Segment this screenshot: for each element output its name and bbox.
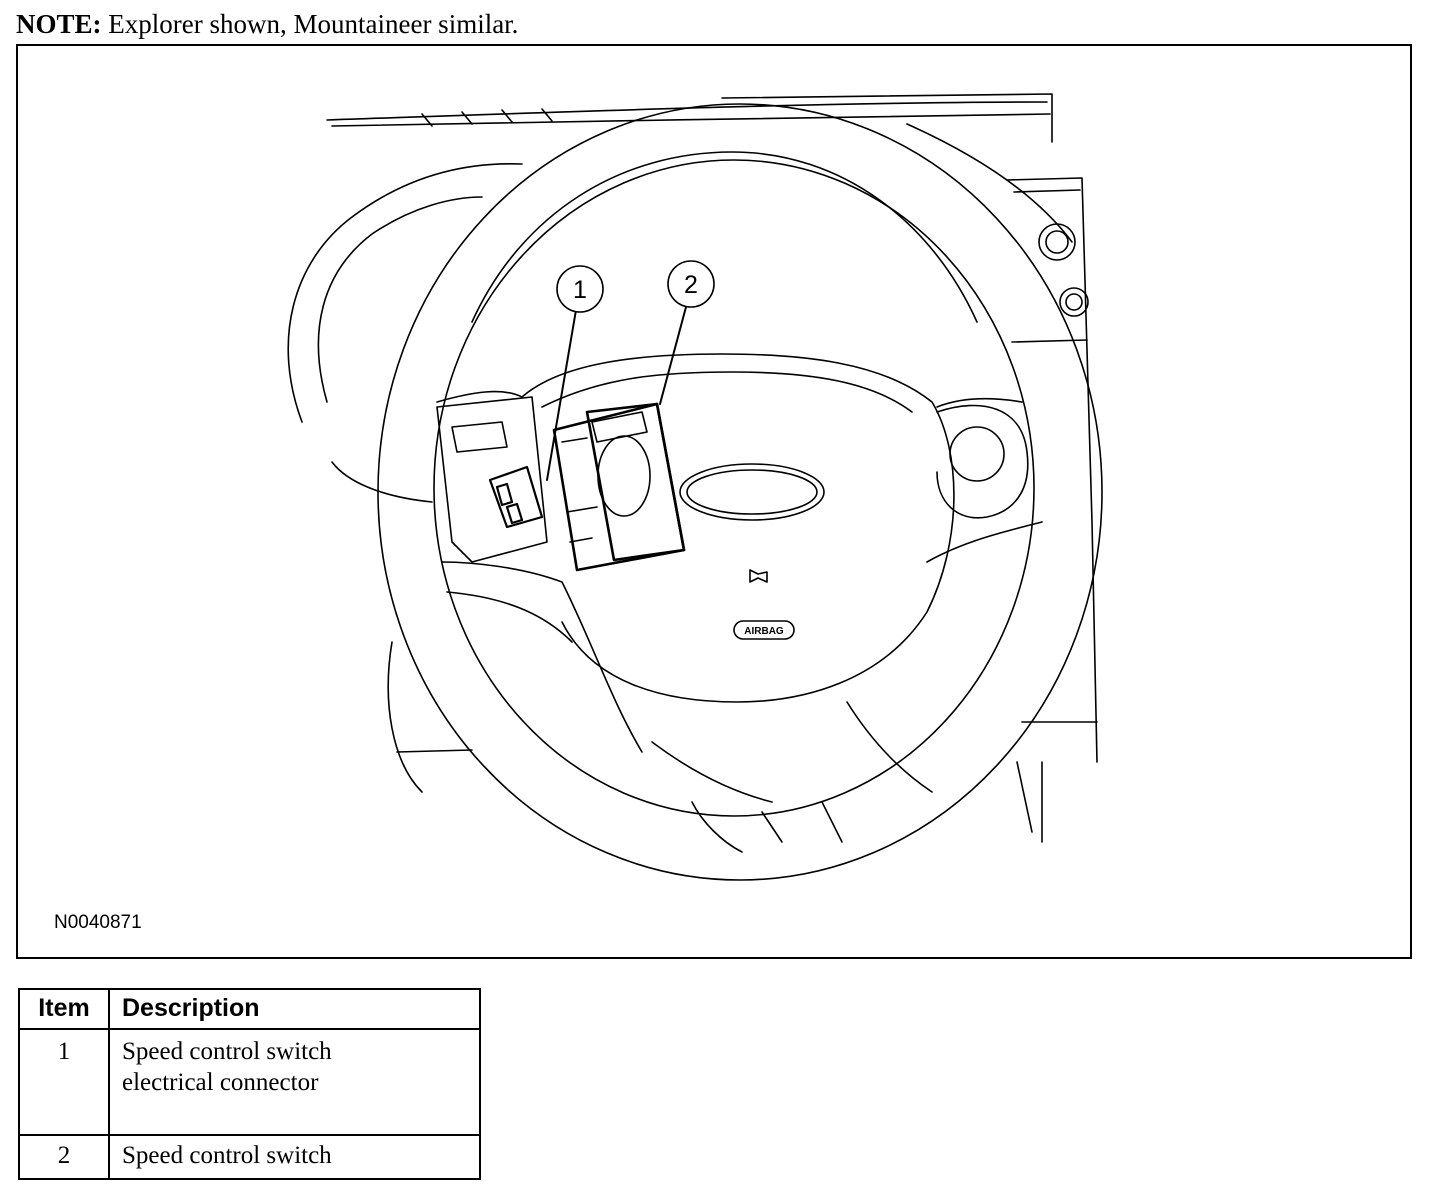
wheel-rim-inner xyxy=(433,159,1035,817)
legend-description-line: electrical connector xyxy=(122,1069,319,1096)
knob-icon xyxy=(1045,230,1069,254)
lower-dash xyxy=(387,641,423,793)
legend-header-row: Item Description xyxy=(18,988,481,1030)
right-switch-pad xyxy=(936,404,1029,519)
dash-rib xyxy=(501,109,513,123)
dash-rib xyxy=(541,108,553,122)
horn-icon xyxy=(749,569,768,583)
lower-dash xyxy=(396,749,473,753)
knob-icon xyxy=(1059,287,1089,317)
speed-control-switch-dial xyxy=(597,435,651,517)
speed-control-switch xyxy=(569,537,593,543)
switch-connector xyxy=(495,482,514,507)
lower-dash xyxy=(691,801,743,853)
left-switch-housing xyxy=(436,396,548,563)
airbag-badge-text: AIRBAG xyxy=(744,626,784,637)
wheel-rim-outer xyxy=(377,103,1103,881)
wheel-spoke-lower xyxy=(821,801,843,843)
note: NOTE: Explorer shown, Mountaineer simila… xyxy=(16,8,518,40)
right-switch-button xyxy=(949,426,1005,482)
legend-item-description: Speed control switch electrical connecto… xyxy=(108,1028,481,1136)
speed-control-switch xyxy=(566,506,598,513)
knob-icon xyxy=(1065,293,1083,311)
ford-emblem xyxy=(686,469,818,515)
dash-top-line xyxy=(721,93,1053,143)
ford-emblem xyxy=(679,463,825,521)
legend-description-line: Speed control switch xyxy=(122,1142,332,1169)
dash-rib xyxy=(461,111,473,125)
instrument-hood xyxy=(331,461,433,503)
legend-item-number: 2 xyxy=(18,1134,110,1180)
center-console xyxy=(1013,189,1081,193)
legend-header-description: Description xyxy=(108,988,481,1030)
speed-control-switch xyxy=(552,402,686,572)
left-switch-housing xyxy=(451,421,508,453)
legend-item-description: Speed control switch xyxy=(108,1134,481,1180)
legend-table: Item Description 1 Speed control switch … xyxy=(18,988,481,1180)
wheel-spoke-left xyxy=(436,390,523,403)
figure-frame: 1 2 AIRBAG N0040871 xyxy=(16,44,1412,959)
note-label: NOTE: xyxy=(16,9,102,39)
wheel-spoke-left xyxy=(446,591,573,643)
center-console xyxy=(1006,177,1098,763)
dash-top-line xyxy=(331,113,1051,127)
speed-control-switch xyxy=(585,402,686,562)
center-console xyxy=(1016,761,1033,833)
airbag-badge xyxy=(733,620,795,640)
figure-id: N0040871 xyxy=(54,912,142,933)
instrument-hood xyxy=(287,162,523,423)
callout-circle-1 xyxy=(556,265,604,313)
legend-header-item: Item xyxy=(18,988,110,1030)
note-text: Explorer shown, Mountaineer similar. xyxy=(108,9,519,39)
center-console xyxy=(1011,339,1088,343)
switch-connector xyxy=(488,465,544,529)
callout-leader-1 xyxy=(546,309,577,481)
wheel-spoke-lower xyxy=(651,741,773,803)
steering-wheel-illustration: 1 2 AIRBAG xyxy=(287,93,1103,881)
wheel-spoke-right xyxy=(936,397,1023,408)
wheel-spoke-lower xyxy=(761,811,783,843)
wheel-spoke-right xyxy=(846,701,933,793)
callout-label-2: 2 xyxy=(684,271,698,299)
callout-label-1: 1 xyxy=(573,276,587,304)
dash-rib xyxy=(421,113,433,127)
instrument-hood xyxy=(317,196,483,403)
legend-description-line: Speed control switch xyxy=(122,1038,332,1065)
callout-circle-2 xyxy=(667,260,715,308)
wheel-hub-arc xyxy=(471,151,978,323)
switch-connector xyxy=(505,502,524,525)
table-row: 1 Speed control switch electrical connec… xyxy=(18,1028,481,1136)
table-row: 2 Speed control switch xyxy=(18,1134,481,1180)
dash-right-line xyxy=(906,123,1073,243)
wheel-spoke-right xyxy=(926,521,1043,563)
speed-control-switch xyxy=(591,411,648,443)
wheel-spoke-left xyxy=(441,561,643,753)
knob-icon xyxy=(1038,223,1076,261)
callout-leader-2 xyxy=(659,306,687,405)
dash-top-line xyxy=(326,101,1048,121)
airbag-cover-inner xyxy=(541,371,913,413)
speed-control-switch xyxy=(561,437,588,443)
legend-item-number: 1 xyxy=(18,1028,110,1136)
airbag-cover xyxy=(521,353,955,703)
